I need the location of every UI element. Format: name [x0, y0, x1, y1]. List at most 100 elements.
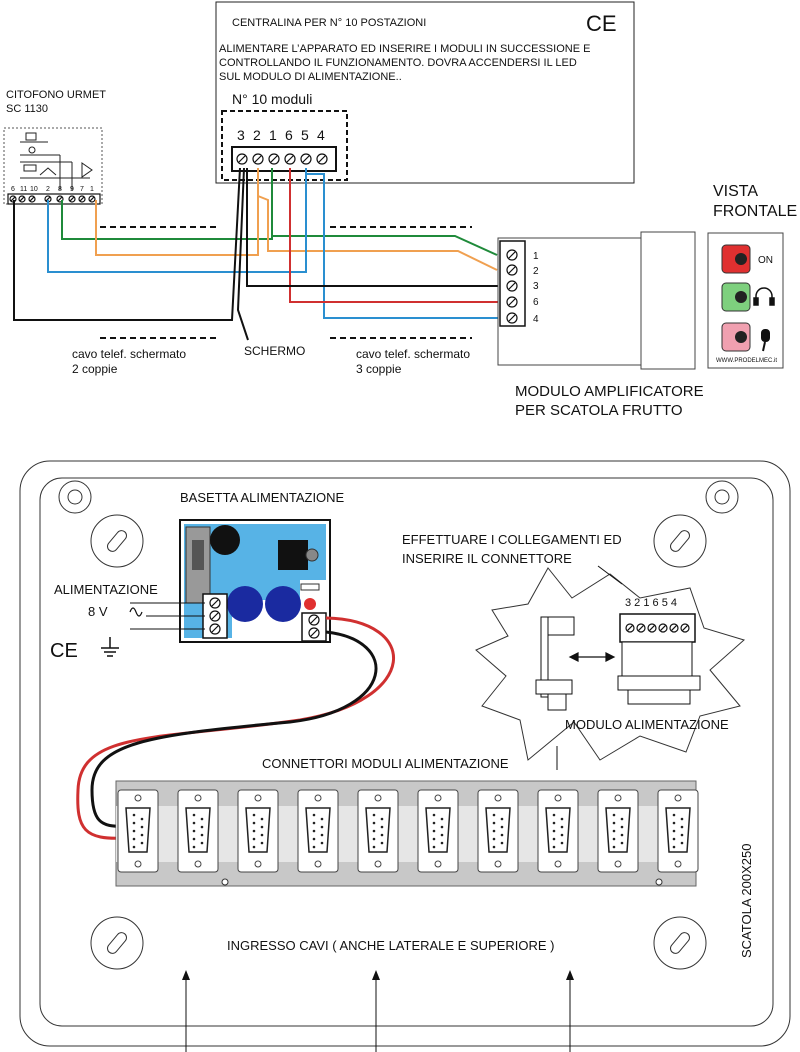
- screw-terminal: [669, 623, 679, 633]
- citofono-terminal-labels: 6 11 10 2 8 9 7 1: [11, 186, 94, 193]
- callout-pointer: [597, 565, 623, 585]
- on-label: ON: [758, 255, 773, 266]
- screw-terminal: [268, 153, 280, 165]
- connettori-label: CONNETTORI MODULI ALIMENTAZIONE: [262, 756, 509, 771]
- screw-terminal: [300, 153, 312, 165]
- instruction-line-1: ALIMENTARE L’APPARATO ED INSERIRE I MODU…: [219, 43, 590, 55]
- citofono-terminal-strip: [7, 193, 101, 205]
- screw-terminal: [209, 610, 221, 622]
- moduli-label: N° 10 moduli: [232, 91, 312, 107]
- screw-terminal: [625, 623, 635, 633]
- amp-terminal-label: 3: [533, 281, 539, 292]
- amp-caption-line2: PER SCATOLA FRUTTO: [515, 402, 683, 419]
- citofono-title: CITOFONO URMET: [6, 89, 106, 101]
- power-cable: [76, 616, 395, 840]
- modulo-alimentazione-callout: 3 2 1 6 5 4: [475, 567, 746, 761]
- headphones-icon: [753, 287, 775, 306]
- terminal-label: 10: [30, 186, 38, 193]
- citofono-schematic: [20, 132, 93, 190]
- capacitor: [265, 586, 301, 622]
- cable-dashes: [100, 226, 472, 339]
- screw-terminal: [78, 195, 86, 203]
- screw-mount: [90, 916, 144, 970]
- website-label: WWW.PRODELMEC.it: [716, 358, 777, 364]
- terminal-label: 6: [11, 186, 15, 193]
- db9-connector: [417, 789, 459, 873]
- callout-terminal-labels: 3 2 1 6 5 4: [625, 597, 677, 609]
- db9-connector: [357, 789, 399, 873]
- screw-mount: [90, 514, 144, 568]
- screw-mounts: [90, 514, 707, 970]
- screw-terminal: [209, 597, 221, 609]
- terminal-label: 5: [301, 127, 309, 143]
- screw-terminal: [647, 623, 657, 633]
- terminal-label: 6: [285, 127, 293, 143]
- screw-terminal: [88, 195, 96, 203]
- amp-terminal-label: 6: [533, 297, 539, 308]
- db9-connector: [477, 789, 519, 873]
- db9-connector: [657, 789, 699, 873]
- vista-line2: FRONTALE: [713, 203, 797, 220]
- ingresso-label: INGRESSO CAVI ( ANCHE LATERALE E SUPERIO…: [227, 938, 554, 953]
- terminal-label: 4: [317, 127, 325, 143]
- screw-terminal: [316, 153, 328, 165]
- db9-connector: [117, 789, 159, 873]
- ce-mark: CE: [586, 11, 617, 36]
- terminal-label: 1: [269, 127, 277, 143]
- cable-left-line1: cavo telef. schermato: [72, 347, 186, 361]
- capacitor-small: [210, 525, 240, 555]
- cable-right-line1: cavo telef. schermato: [356, 347, 470, 361]
- vista-frontale: VISTA FRONTALE ON WWW.PRODELMEC.it: [707, 183, 797, 369]
- screw-terminal: [506, 296, 518, 308]
- screw-terminal: [506, 312, 518, 324]
- screw-terminal: [236, 153, 248, 165]
- centralina-title: CENTRALINA PER N° 10 POSTAZIONI: [232, 17, 426, 29]
- corner-post: [705, 480, 739, 514]
- db9-connector: [237, 789, 279, 873]
- alimentazione-label: ALIMENTAZIONE: [54, 582, 158, 597]
- up-arrow-icon: [566, 970, 574, 1052]
- input-arrows: [130, 602, 205, 630]
- basetta-title: BASETTA ALIMENTAZIONE: [180, 490, 345, 505]
- regulator: [278, 540, 308, 570]
- voltage-label: 8 V: [88, 604, 108, 619]
- centralina-panel: CENTRALINA PER N° 10 POSTAZIONI CE ALIME…: [215, 1, 635, 184]
- central-terminal-block: [231, 146, 337, 172]
- instruction-line-3: SUL MODULO DI ALIMENTAZIONE..: [219, 71, 402, 83]
- modules-dashed-outline: [221, 110, 348, 181]
- screw-terminal: [506, 280, 518, 292]
- cable-right-line2: 3 coppie: [356, 362, 402, 376]
- screw-terminal: [308, 614, 320, 626]
- modulo-amplificatore: 1 2 3 6 4 MODULO AMPLIFICATORE PER SCATO…: [497, 231, 704, 419]
- amp-terminal-label: 4: [533, 314, 539, 325]
- capacitor: [227, 586, 263, 622]
- terminal-label: 11: [20, 186, 27, 193]
- terminal-label: 1: [90, 186, 94, 193]
- db9-connector: [177, 789, 219, 873]
- led: [304, 598, 316, 610]
- ce-mark-bottom: CE: [50, 640, 78, 662]
- screw-terminal: [44, 195, 52, 203]
- microphone-icon: [761, 329, 770, 352]
- screw-mount: [653, 514, 707, 568]
- screw-terminal: [636, 623, 646, 633]
- screw-terminal: [284, 153, 296, 165]
- terminal-labels: 3 2 1 6 5 4: [237, 127, 325, 143]
- citofono-model: SC 1130: [6, 103, 48, 115]
- terminal-label: 3: [237, 127, 245, 143]
- terminal-label: 8: [58, 186, 62, 193]
- vista-line1: VISTA: [713, 183, 758, 200]
- ground-icon: [101, 637, 119, 657]
- up-arrow-icon: [182, 970, 190, 1052]
- up-arrow-icon: [372, 970, 380, 1052]
- corner-post: [58, 480, 92, 514]
- screw-terminal: [18, 195, 26, 203]
- citofono-outline: [3, 127, 103, 205]
- db9-connector: [537, 789, 579, 873]
- screw-terminal: [28, 195, 36, 203]
- basetta-board: [179, 519, 331, 643]
- terminal-label: 2: [46, 186, 50, 193]
- screw-terminal: [209, 623, 221, 635]
- terminal-label: 9: [70, 186, 74, 193]
